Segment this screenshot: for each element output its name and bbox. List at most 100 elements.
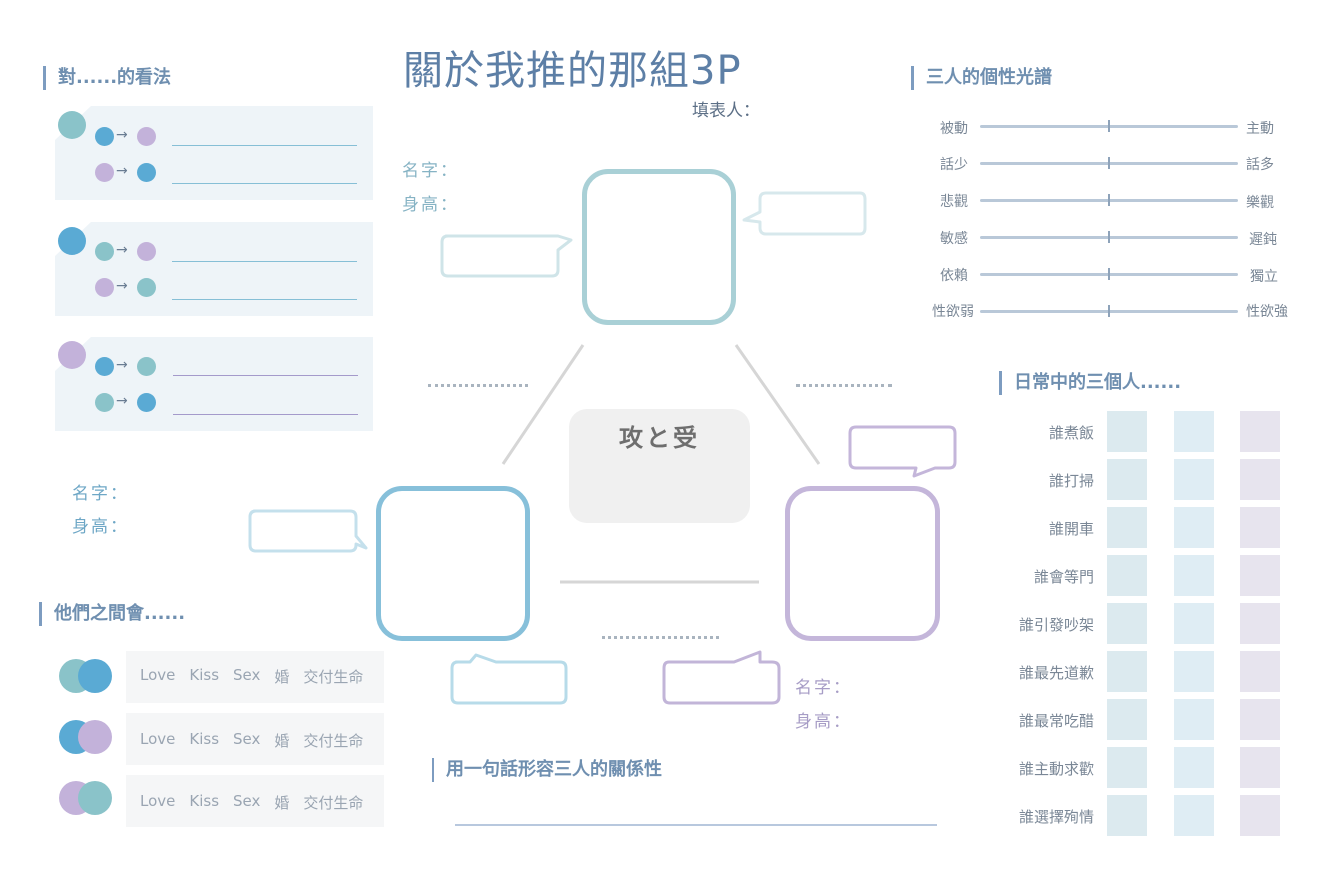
- character-dot-teal: [95, 242, 114, 261]
- daily-heading: 日常中的三個人......: [1014, 372, 1182, 393]
- left-name-label: 名字：: [72, 484, 129, 504]
- spectrum-section-bar: 三人的個性光譜: [911, 66, 1052, 90]
- daily-question-label: 誰煮飯: [1048, 424, 1094, 442]
- daily-answer-cell[interactable]: [1107, 555, 1147, 596]
- daily-answer-cell[interactable]: [1240, 699, 1280, 740]
- summary-answer-line[interactable]: [455, 824, 937, 826]
- connector-top-right: [734, 344, 821, 465]
- daily-answer-cell[interactable]: [1174, 603, 1214, 644]
- connector-top-left: [501, 344, 585, 465]
- relation-option-sex[interactable]: Sex: [233, 792, 261, 810]
- daily-answer-cell[interactable]: [1240, 459, 1280, 500]
- dotted-blank-left[interactable]: [428, 384, 528, 387]
- relation-option-life[interactable]: 交付生命: [303, 794, 364, 812]
- left-height-label: 身高：: [72, 517, 129, 537]
- opinion-line[interactable]: [173, 414, 358, 415]
- opinion-line[interactable]: [172, 145, 357, 146]
- bubble-left: [248, 509, 368, 553]
- bubble-top-right: [742, 191, 867, 236]
- arrow-icon: →: [116, 127, 128, 143]
- relation-option-kiss[interactable]: Kiss: [189, 666, 220, 684]
- opinion-line[interactable]: [172, 261, 357, 262]
- daily-answer-cell[interactable]: [1174, 747, 1214, 788]
- arrow-icon: →: [116, 278, 128, 294]
- opinions-heading: 對......的看法: [58, 67, 172, 88]
- relation-options-row: Love Kiss Sex 婚 交付生命: [126, 713, 384, 765]
- character-dot-blue: [137, 393, 156, 412]
- relation-option-love[interactable]: Love: [140, 666, 176, 684]
- daily-answer-cell[interactable]: [1107, 459, 1147, 500]
- daily-answer-cell[interactable]: [1174, 411, 1214, 452]
- relations-section-bar: 他們之間會......: [39, 602, 185, 626]
- opinion-card-teal: [55, 106, 373, 200]
- daily-answer-cell[interactable]: [1107, 699, 1147, 740]
- daily-question-label: 誰最先道歉: [1018, 664, 1094, 682]
- daily-answer-cell[interactable]: [1240, 411, 1280, 452]
- spectrum-left-label: 性欲弱: [932, 304, 974, 320]
- pair-circle-teal: [78, 781, 112, 815]
- relation-options-row: Love Kiss Sex 婚 交付生命: [126, 775, 384, 827]
- opinion-line[interactable]: [172, 299, 357, 300]
- relation-option-kiss[interactable]: Kiss: [189, 730, 220, 748]
- daily-answer-cell[interactable]: [1174, 507, 1214, 548]
- daily-answer-cell[interactable]: [1107, 411, 1147, 452]
- summary-heading: 用一句話形容三人的關係性: [446, 759, 662, 780]
- daily-answer-cell[interactable]: [1174, 795, 1214, 836]
- opinion-card-purple: [55, 337, 373, 431]
- opinion-line[interactable]: [172, 183, 357, 184]
- summary-section-bar: 用一句話形容三人的關係性: [432, 758, 662, 782]
- daily-answer-cell[interactable]: [1240, 747, 1280, 788]
- daily-answer-cell[interactable]: [1174, 555, 1214, 596]
- relation-option-marriage[interactable]: 婚: [274, 732, 290, 750]
- daily-answer-cell[interactable]: [1107, 651, 1147, 692]
- opinion-line[interactable]: [173, 375, 358, 376]
- relation-option-love[interactable]: Love: [140, 792, 176, 810]
- spectrum-midpoint: [1108, 194, 1110, 206]
- daily-answer-cell[interactable]: [1174, 699, 1214, 740]
- spectrum-right-label: 話多: [1246, 157, 1274, 173]
- spectrum-midpoint: [1108, 231, 1110, 243]
- character-dot-purple: [137, 242, 156, 261]
- bubble-bottom-right: [662, 650, 781, 705]
- spectrum-left-label: 話少: [940, 157, 968, 173]
- opinions-section-bar: 對......的看法: [43, 66, 171, 90]
- daily-answer-cell[interactable]: [1107, 603, 1147, 644]
- character-dot-purple: [137, 127, 156, 146]
- character-box-right[interactable]: [785, 486, 940, 641]
- character-dot-blue: [58, 227, 86, 255]
- pair-circle-purple: [78, 720, 112, 754]
- daily-answer-cell[interactable]: [1107, 507, 1147, 548]
- daily-answer-cell[interactable]: [1240, 795, 1280, 836]
- relation-option-marriage[interactable]: 婚: [274, 668, 290, 686]
- daily-answer-cell[interactable]: [1240, 603, 1280, 644]
- spectrum-midpoint: [1108, 268, 1110, 280]
- relation-option-love[interactable]: Love: [140, 730, 176, 748]
- right-name-label: 名字：: [795, 678, 852, 698]
- daily-answer-cell[interactable]: [1174, 459, 1214, 500]
- relations-heading: 他們之間會......: [54, 603, 186, 624]
- daily-answer-cell[interactable]: [1107, 795, 1147, 836]
- daily-answer-cell[interactable]: [1240, 651, 1280, 692]
- dotted-blank-right[interactable]: [796, 384, 892, 387]
- character-box-left[interactable]: [376, 486, 530, 641]
- daily-answer-cell[interactable]: [1174, 651, 1214, 692]
- relation-option-sex[interactable]: Sex: [233, 666, 261, 684]
- character-dot-purple: [95, 163, 114, 182]
- daily-answer-cell[interactable]: [1240, 507, 1280, 548]
- relation-option-sex[interactable]: Sex: [233, 730, 261, 748]
- spectrum-left-label: 悲觀: [940, 194, 968, 210]
- daily-question-label: 誰選擇殉情: [1018, 808, 1094, 826]
- daily-answer-cell[interactable]: [1240, 555, 1280, 596]
- spectrum-left-label: 被動: [940, 121, 968, 137]
- relation-option-life[interactable]: 交付生命: [303, 732, 364, 750]
- daily-answer-cell[interactable]: [1107, 747, 1147, 788]
- relation-option-kiss[interactable]: Kiss: [189, 792, 220, 810]
- daily-section-bar: 日常中的三個人......: [999, 371, 1181, 395]
- character-dot-teal: [137, 278, 156, 297]
- bubble-bottom-left: [450, 653, 568, 705]
- relation-option-marriage[interactable]: 婚: [274, 794, 290, 812]
- dotted-blank-bottom[interactable]: [602, 636, 719, 639]
- relation-option-life[interactable]: 交付生命: [303, 668, 364, 686]
- character-box-top[interactable]: [582, 169, 736, 325]
